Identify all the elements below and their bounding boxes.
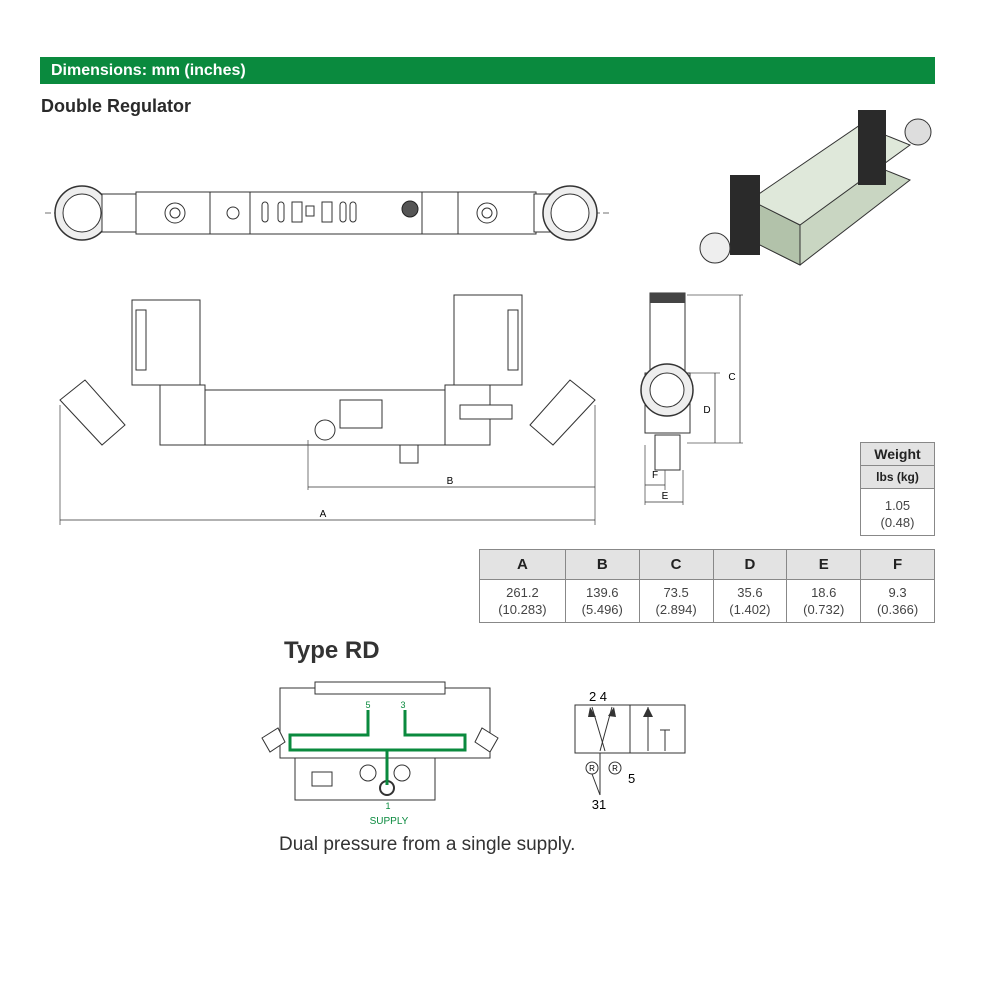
weight-header: Weight xyxy=(861,443,934,466)
inch-value: (0.732) xyxy=(803,602,845,617)
weight-kg: (0.48) xyxy=(880,515,915,530)
weight-lbs: 1.05 xyxy=(884,498,911,513)
weight-value: 1.05 (0.48) xyxy=(861,489,934,531)
table-cell: 18.6 (0.732) xyxy=(786,579,862,623)
type-rd-flow-diagram: 5 3 1 SUPPLY xyxy=(261,681,499,827)
col-header: E xyxy=(786,549,862,580)
mm-value: 9.3 xyxy=(888,585,907,600)
dim-label-d: D xyxy=(703,405,710,416)
section-banner: Dimensions: mm (inches) xyxy=(40,57,935,84)
mm-value: 73.5 xyxy=(663,585,689,600)
symbol-r-mark: R xyxy=(612,764,618,773)
table-cell: 261.2 (10.283) xyxy=(479,579,566,623)
symbol-r-mark: R xyxy=(589,764,595,773)
product-isometric-image xyxy=(699,110,932,266)
type-rd-caption: Dual pressure from a single supply. xyxy=(279,834,576,855)
supply-label: SUPPLY xyxy=(370,816,409,827)
symbol-port-5: 5 xyxy=(628,771,635,786)
col-header: B xyxy=(564,549,640,580)
dimensions-value-row: 261.2 (10.283) 139.6 (5.496) 73.5 (2.894) 3… xyxy=(479,579,935,623)
weight-table: Weight lbs (kg) 1.05 (0.48) xyxy=(860,442,935,536)
side-view-drawing: C D F E xyxy=(640,292,743,505)
table-cell: 35.6 (1.402) xyxy=(712,579,788,623)
symbol-ports-bottom: 31 xyxy=(592,797,606,812)
table-cell: 73.5 (2.894) xyxy=(638,579,714,623)
inch-value: (10.283) xyxy=(498,602,547,617)
inch-value: (5.496) xyxy=(581,602,623,617)
section-subtitle: Double Regulator xyxy=(41,96,192,116)
inch-value: (0.366) xyxy=(876,602,919,617)
dimensions-header-row: A B C D E F xyxy=(479,549,935,580)
col-header: D xyxy=(712,549,788,580)
inch-value: (1.402) xyxy=(729,602,771,617)
weight-unit: lbs (kg) xyxy=(861,466,934,489)
mm-value: 35.6 xyxy=(737,585,763,600)
inch-value: (2.894) xyxy=(655,602,697,617)
mm-value: 139.6 xyxy=(586,585,619,600)
mm-value: 261.2 xyxy=(506,585,539,600)
col-header: A xyxy=(479,549,566,580)
dim-label-a: A xyxy=(320,509,327,520)
dim-label-c: C xyxy=(728,372,735,383)
front-view-drawing: B A xyxy=(59,294,596,525)
col-header: F xyxy=(860,549,935,580)
flow-port-1: 1 xyxy=(385,801,390,811)
table-cell: 9.3 (0.366) xyxy=(860,579,935,623)
flow-port-3: 3 xyxy=(400,700,405,710)
dim-label-f: F xyxy=(652,470,658,481)
table-cell: 139.6 (5.496) xyxy=(564,579,640,623)
mm-value: 18.6 xyxy=(811,585,837,600)
top-view-drawing xyxy=(45,185,612,241)
type-rd-title: Type RD xyxy=(284,637,380,664)
dim-label-b: B xyxy=(447,476,454,487)
col-header: C xyxy=(638,549,714,580)
valve-schematic-symbol: 2 4 R R 5 31 xyxy=(574,689,686,812)
dimensions-table: A B C D E F 261.2 (10.283) 139.6 (5.496) 7… xyxy=(479,549,935,623)
flow-port-5: 5 xyxy=(365,700,370,710)
dim-label-e: E xyxy=(662,491,669,502)
symbol-ports-top: 2 4 xyxy=(589,689,607,704)
